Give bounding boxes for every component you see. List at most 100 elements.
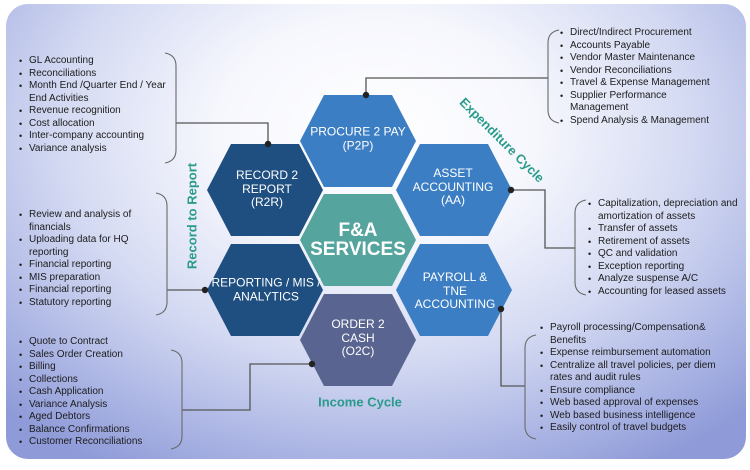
list-item: Inter-company accounting — [19, 130, 179, 143]
list-item: Vendor Master Maintenance — [560, 52, 710, 65]
hex-label-reporting: REPORTING / MIS / ANALYTICS — [211, 275, 321, 304]
list-item: Transfer of assets — [588, 223, 750, 236]
list-item: Review and analysis of financials — [19, 209, 164, 234]
list-item: Capitalization, depreciation and amortiz… — [588, 198, 750, 223]
hex-label-line: REPORTING / MIS / — [211, 275, 321, 290]
connector-r2r — [176, 122, 269, 144]
list-reporting: Review and analysis of financials Upload… — [19, 209, 164, 309]
hex-center[interactable] — [300, 194, 416, 286]
hex-r2r[interactable] — [207, 144, 323, 236]
list-item: Variance analysis — [19, 143, 179, 156]
hex-label-line: PAYROLL & — [422, 269, 488, 284]
hex-label-line: PROCURE 2 PAY — [310, 124, 406, 139]
list-r2r: GL Accounting Reconciliations Month End … — [19, 55, 179, 155]
list-item: Month End /Quarter End / Year End Activi… — [19, 80, 179, 105]
hex-aa[interactable] — [396, 144, 512, 236]
list-o2c: Quote to Contract Sales Order Creation B… — [19, 336, 142, 449]
list-item: Cost allocation — [19, 118, 179, 131]
list-item: Vendor Reconciliations — [560, 65, 710, 78]
list-item: Supplier Performance Management — [560, 90, 710, 115]
cycle-label-record-to-report: Record to Report — [184, 162, 200, 270]
hex-label-p2p: PROCURE 2 PAY (P2P) — [310, 124, 406, 153]
hex-label-line: (R2R) — [250, 194, 283, 209]
list-item: Sales Order Creation — [19, 349, 142, 362]
list-payroll: Payroll processing/Compensation& Benefit… — [540, 322, 740, 435]
bracket-o2c — [170, 349, 183, 450]
list-item: Uploading data for HQ reporting — [19, 234, 164, 259]
connector-payroll — [500, 309, 525, 387]
connector-dots — [201, 91, 515, 368]
list-item: GL Accounting — [19, 55, 179, 68]
list-item: Accounting for leased assets — [588, 286, 750, 299]
list-item: Statutory reporting — [19, 297, 164, 310]
hex-label-line: REPORT — [242, 181, 292, 196]
list-item: Reconciliations — [19, 68, 179, 81]
list-item: Easily control of travel budgets — [540, 422, 740, 435]
dot-o2c — [308, 360, 316, 368]
hex-label-line: CASH — [341, 330, 375, 345]
hex-label-line: ASSET — [433, 165, 473, 180]
dot-payroll — [497, 305, 505, 313]
hex-label-line: (AA) — [440, 192, 465, 207]
cycle-label-income: Income Cycle — [318, 394, 402, 410]
list-p2p: Direct/Indirect Procurement Accounts Pay… — [560, 27, 710, 127]
list-item: Customer Reconciliations — [19, 436, 142, 449]
hex-label-aa: ASSET ACCOUNTING (AA) — [412, 165, 494, 208]
connectors — [167, 77, 575, 411]
hex-label-line: ORDER 2 — [331, 316, 385, 331]
list-item: Centralize all travel policies, per diem… — [540, 360, 735, 385]
list-item: Variance Analysis — [19, 399, 142, 412]
list-item: Aged Debtors — [19, 411, 142, 424]
list-item: Expense reimbursement automation — [540, 347, 740, 360]
hex-label-line: TNE — [442, 283, 467, 298]
connector-aa — [511, 189, 575, 249]
dot-r2r — [264, 140, 272, 148]
hex-label-line: F&A — [338, 220, 378, 241]
hex-label-line: ACCOUNTING — [414, 296, 496, 311]
hex-label-payroll: PAYROLL & TNE ACCOUNTING — [414, 269, 496, 312]
list-item: Revenue recognition — [19, 105, 179, 118]
hex-label-r2r: RECORD 2 REPORT (R2R) — [235, 167, 299, 210]
hex-label-line: (O2C) — [341, 343, 375, 358]
hex-payroll[interactable] — [396, 244, 512, 336]
hex-o2c[interactable] — [300, 294, 416, 386]
bracket-reporting — [155, 192, 168, 316]
hex-label-line: ACCOUNTING — [412, 179, 494, 194]
list-item: Web based business intelligence — [540, 410, 740, 423]
list-item: Payroll processing/Compensation& Benefit… — [540, 322, 740, 347]
list-item: Billing — [19, 361, 142, 374]
bracket-aa — [574, 199, 587, 296]
bracket-payroll — [524, 334, 537, 440]
dot-reporting — [201, 286, 209, 294]
list-item: Quote to Contract — [19, 336, 142, 349]
list-item: MIS preparation — [19, 272, 164, 285]
list-item: Cash Application — [19, 386, 142, 399]
list-item: Collections — [19, 374, 142, 387]
hex-p2p[interactable] — [300, 95, 416, 187]
list-item: QC and validation — [588, 248, 750, 261]
hex-label-line: RECORD 2 — [235, 167, 299, 182]
hex-label-line: SERVICES — [310, 239, 406, 260]
hex-label-o2c: ORDER 2 CASH (O2C) — [331, 316, 385, 359]
dot-p2p — [362, 91, 370, 99]
list-item: Analyze suspense A/C — [588, 273, 750, 286]
list-item: Balance Confirmations — [19, 424, 142, 437]
list-item: Financial reporting — [19, 259, 164, 272]
hex-label-center: F&A SERVICES — [310, 221, 406, 259]
hexagons — [207, 95, 512, 386]
connector-o2c — [182, 363, 312, 411]
list-item: Web based approval of expenses — [540, 397, 740, 410]
hex-reporting[interactable] — [207, 244, 323, 336]
list-item: Accounts Payable — [560, 40, 710, 53]
brackets — [155, 29, 587, 450]
list-item: Spend Analysis & Management — [560, 115, 710, 128]
dot-aa — [507, 186, 515, 194]
list-item: Ensure compliance — [540, 385, 740, 398]
hex-label-line: ANALYTICS — [233, 289, 299, 303]
list-item: Travel & Expense Management — [560, 77, 710, 90]
list-aa: Capitalization, depreciation and amortiz… — [588, 198, 750, 298]
bracket-p2p — [547, 29, 560, 124]
connector-p2p — [365, 77, 548, 95]
list-item: Direct/Indirect Procurement — [560, 27, 710, 40]
